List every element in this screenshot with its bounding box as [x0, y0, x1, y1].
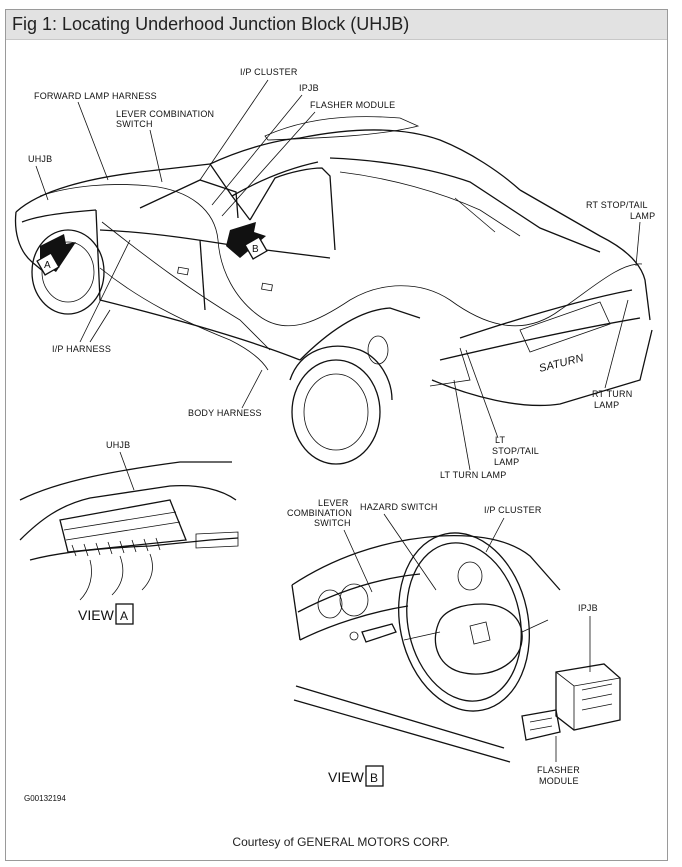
label-b-switch: SWITCH — [314, 518, 351, 528]
label-hazard-switch: HAZARD SWITCH — [360, 502, 438, 512]
label-b-ipjb: IPJB — [578, 603, 598, 613]
leader-lines-top — [35, 79, 641, 471]
courtesy-line: Courtesy of GENERAL MOTORS CORP. — [232, 835, 450, 849]
label-rt-stop-tail: RT STOP/TAIL — [586, 200, 648, 210]
label-ip-cluster: I/P CLUSTER — [240, 67, 298, 77]
label-rt-turn: RT TURN — [592, 389, 632, 399]
label-ip-harness: I/P HARNESS — [52, 344, 111, 354]
trunk-brand: SATURN — [538, 352, 585, 375]
label-b-ip-cluster: I/P CLUSTER — [484, 505, 542, 515]
figure-code: G00132194 — [24, 794, 66, 803]
label-b-lever: LEVER — [318, 498, 349, 508]
label-body-harness: BODY HARNESS — [188, 408, 262, 418]
arrow-b-letter: B — [252, 244, 259, 255]
view-b-box — [365, 765, 384, 787]
view-a-box — [115, 603, 134, 625]
label-uhjb: UHJB — [28, 154, 52, 164]
arrow-a-letter: A — [44, 260, 51, 271]
title-bar: Fig 1: Locating Underhood Junction Block… — [6, 10, 667, 40]
label-b-module: MODULE — [539, 776, 579, 786]
view-b-illustration: LEVER COMBINATION SWITCH HAZARD SWITCH I… — [287, 498, 621, 787]
arrow-a: A — [36, 234, 76, 276]
label-rt-stop-tail-lamp: LAMP — [630, 211, 655, 221]
label-lt-stop-tail: STOP/TAIL — [492, 446, 539, 456]
view-a-letter: A — [120, 609, 128, 623]
view-a-word: VIEW — [78, 607, 115, 623]
view-b-word: VIEW — [328, 769, 365, 785]
label-view-a-uhjb: UHJB — [106, 440, 130, 450]
arrow-b: B — [226, 222, 268, 260]
label-b-combination: COMBINATION — [287, 508, 352, 518]
figure-frame: Fig 1: Locating Underhood Junction Block… — [5, 9, 668, 861]
figure-title: Fig 1: Locating Underhood Junction Block… — [12, 14, 410, 34]
view-b-letter: B — [370, 771, 378, 785]
label-rt-turn-lamp: LAMP — [594, 400, 619, 410]
label-flasher-module: FLASHER MODULE — [310, 100, 395, 110]
label-b-flasher: FLASHER — [537, 765, 580, 775]
label-lt-stop-lamp: LAMP — [494, 457, 519, 467]
label-lever-combination: LEVER COMBINATION — [116, 109, 214, 119]
label-forward-lamp-harness: FORWARD LAMP HARNESS — [34, 91, 157, 101]
label-lt-stop: LT — [495, 435, 506, 445]
view-a-illustration: UHJB VIEW A — [19, 440, 239, 625]
car-illustration: SATURN — [14, 116, 653, 465]
label-lt-turn-lamp: LT TURN LAMP — [440, 470, 506, 480]
label-lever-combination-switch: SWITCH — [116, 119, 153, 129]
label-ipjb: IPJB — [299, 83, 319, 93]
